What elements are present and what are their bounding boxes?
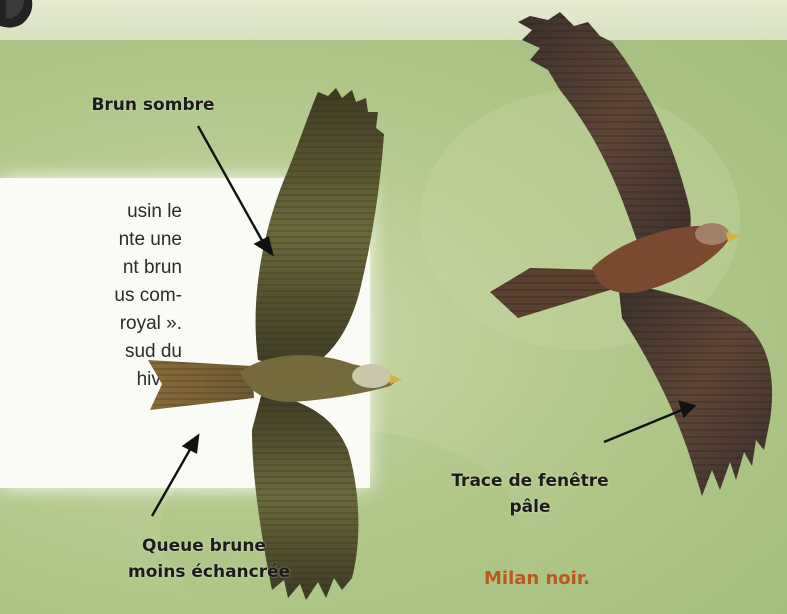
label-trace-fenetre: Trace de fenêtre pâle [425,468,635,520]
arrow-fenetre [604,410,682,442]
left-bird-beak [390,374,402,384]
species-caption: Milan noir. [474,568,600,589]
left-bird-head [352,364,392,388]
label-trace-line1: Trace de fenêtre [425,468,635,494]
left-kite-bird [148,88,402,600]
label-queue-line1: Queue brune [128,533,280,559]
right-kite-bird [490,12,772,496]
label-trace-line2: pâle [425,494,635,520]
label-queue-line2: moins échancrée [128,559,280,585]
label-brun-sombre: Brun sombre [68,92,238,118]
label-queue-brune: Queue brune moins échancrée [128,533,280,585]
right-bird-head [695,223,729,245]
arrow-queue [152,446,192,516]
right-bird-beak [726,232,740,242]
label-brun-sombre-text: Brun sombre [91,95,214,115]
arrow-brun-sombre [198,126,264,244]
annotation-arrows [152,126,694,516]
arrow-head-icon [184,436,198,452]
